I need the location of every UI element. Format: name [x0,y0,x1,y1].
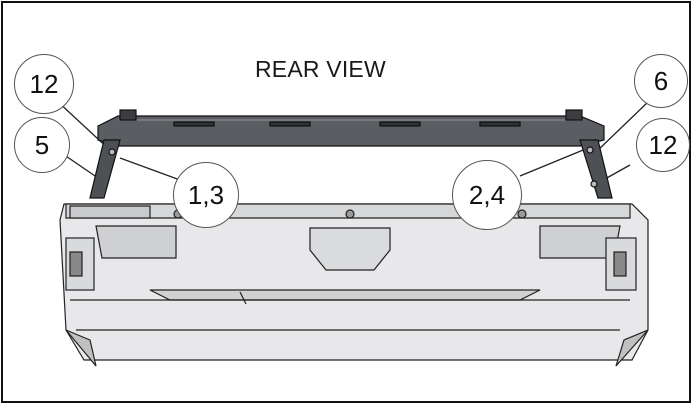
callout-6: 6 [634,54,688,108]
leader-1-3 [119,157,181,181]
leader-2-4 [519,147,589,177]
callout-12-left: 12 [14,54,74,114]
leader-6 [595,101,649,153]
view-title: REAR VIEW [255,56,386,82]
callout-5: 5 [14,117,70,173]
callout-1-3: 1,3 [173,162,239,228]
roof-rack [89,109,613,199]
truck-rear [59,203,649,367]
callout-2-4: 2,4 [452,160,522,230]
callout-12-right: 12 [636,118,690,172]
